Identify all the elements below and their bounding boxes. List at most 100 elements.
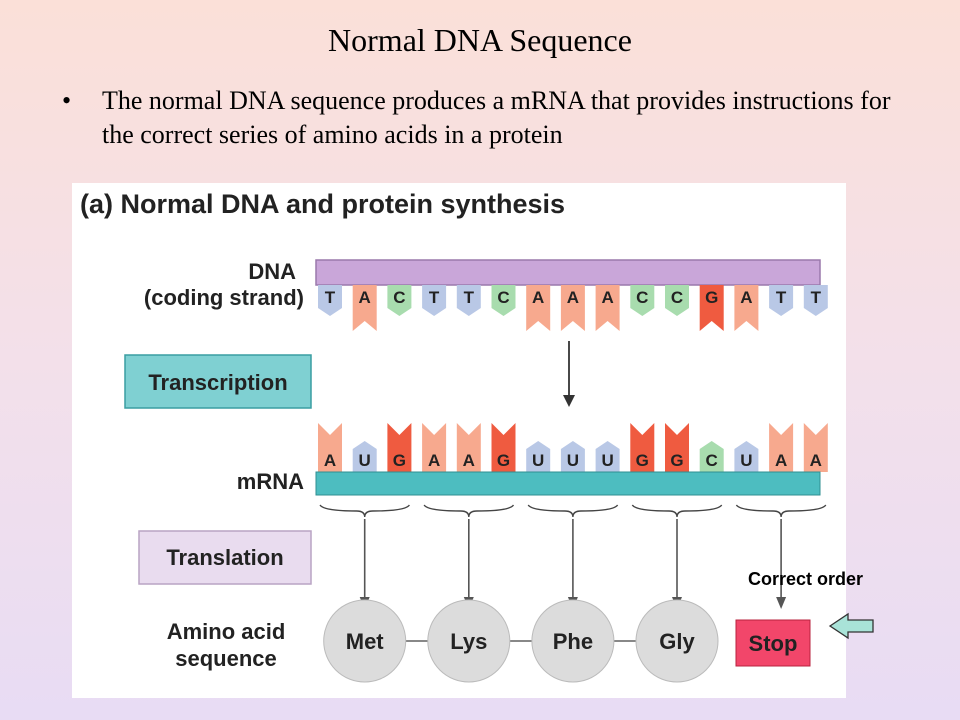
transcription-label: Transcription	[148, 370, 287, 395]
mrna-base-shape	[803, 423, 828, 472]
slide-title: Normal DNA Sequence	[328, 22, 632, 58]
mrna-base-shape	[491, 423, 516, 472]
mrna-base-letter: U	[359, 451, 371, 470]
stop-label: Stop	[749, 631, 798, 656]
dna-coding-strand-label: (coding strand)	[144, 285, 304, 310]
amino-acid-circle	[635, 599, 719, 683]
dna-base-shape	[803, 285, 828, 316]
mrna-label: mRNA	[237, 469, 304, 494]
dna-base-letter: C	[636, 288, 648, 307]
amino-acid-circle	[323, 599, 407, 683]
translation-arrowhead	[776, 597, 787, 609]
bullet-dot: •	[62, 86, 72, 115]
dna-base-shape	[560, 285, 585, 331]
figure-heading: (a) Normal DNA and protein synthesis	[80, 189, 565, 219]
codon-bracket	[527, 504, 619, 518]
dna-base-shape	[734, 285, 759, 331]
mrna-base-letter: U	[740, 451, 752, 470]
amino-acid-circle	[427, 599, 511, 683]
dna-base-letter: T	[325, 288, 336, 307]
dna-base-shape	[665, 285, 689, 316]
dna-base-shape	[387, 285, 412, 316]
amino-acid-label: Amino acid	[167, 619, 286, 644]
dna-base-shape	[630, 285, 655, 316]
transcription-box	[124, 354, 312, 409]
left-arrow-icon	[828, 612, 874, 640]
correct-order-note: Correct order	[748, 569, 864, 589]
codon-brackets	[319, 504, 827, 518]
dna-base-letter: A	[567, 288, 579, 307]
dna-base-letter: G	[705, 288, 718, 307]
mrna-base-shape	[456, 423, 481, 472]
mrna-base-letter: U	[567, 451, 579, 470]
mrna-base-letter: G	[393, 451, 406, 470]
mrna-base-shape	[665, 423, 689, 472]
dna-base-shape	[352, 285, 377, 331]
amino-acid-chain: Met Lys Phe Gly	[323, 599, 719, 683]
mrna-base-shape	[699, 441, 724, 472]
dna-base-shape	[318, 285, 342, 316]
dna-base-letter: A	[601, 288, 613, 307]
dna-base-letter: A	[740, 288, 752, 307]
mrna-base-shape	[387, 423, 412, 472]
amino-acid-circle	[531, 599, 615, 683]
mrna-base-letter: U	[532, 451, 544, 470]
dna-base-letter: C	[393, 288, 405, 307]
dna-base-shape	[456, 285, 481, 316]
mrna-base-shape	[734, 441, 759, 472]
dna-base-shape	[526, 285, 551, 331]
dna-base-letter: C	[497, 288, 509, 307]
codon-bracket	[319, 504, 410, 518]
mrna-base-letter: A	[775, 451, 787, 470]
translation-box	[138, 530, 312, 585]
codon-bracket	[735, 504, 827, 518]
dna-base-letter: T	[464, 288, 475, 307]
dna-base-shape	[491, 285, 516, 316]
amino-acid-label: Lys	[450, 629, 487, 654]
dna-base-shape	[699, 285, 724, 331]
mrna-base-shape	[630, 423, 655, 472]
dna-strand	[315, 259, 821, 286]
amino-acid-label: Met	[346, 629, 385, 654]
mrna-base-letter: G	[636, 451, 649, 470]
mrna-base-shape	[769, 423, 794, 472]
amino-sequence-label: sequence	[175, 646, 277, 671]
amino-acid-label: Phe	[553, 629, 593, 654]
mrna-base-letter: C	[706, 451, 718, 470]
dna-label: DNA	[248, 259, 296, 284]
mrna-base-shape	[318, 423, 342, 472]
dna-base-letter: T	[776, 288, 787, 307]
stop-box	[735, 619, 811, 667]
dna-protein-synthesis-figure: (a) Normal DNA and protein synthesis DNA…	[72, 183, 846, 698]
mrna-base-shape	[595, 441, 620, 472]
mrna-base-letter: A	[463, 451, 475, 470]
mrna-base-letter: G	[670, 451, 683, 470]
mrna-base-shape	[560, 441, 585, 472]
translation-arrows	[359, 519, 787, 609]
amino-acid-label: Gly	[659, 629, 695, 654]
dna-base-shape	[769, 285, 794, 316]
mrna-base-shape	[422, 423, 447, 472]
mrna-base-letter: G	[497, 451, 510, 470]
mrna-strand	[315, 471, 821, 496]
dna-base-letter: T	[429, 288, 440, 307]
dna-base-letter: T	[811, 288, 822, 307]
dna-base-letter: A	[359, 288, 371, 307]
dna-base-shape	[595, 285, 620, 331]
mrna-base-letter: U	[601, 451, 613, 470]
dna-base-shape	[422, 285, 447, 316]
translation-label: Translation	[166, 545, 283, 570]
transcription-arrowhead	[563, 395, 575, 407]
mrna-base-shape	[352, 441, 377, 472]
bullet-text: The normal DNA sequence produces a mRNA …	[102, 86, 891, 149]
mrna-base-letter: A	[428, 451, 440, 470]
mrna-base-letter: A	[324, 451, 336, 470]
dna-base-letter: A	[532, 288, 544, 307]
codon-bracket	[423, 504, 515, 518]
dna-base-letter: C	[671, 288, 683, 307]
mrna-base-shape	[526, 441, 551, 472]
codon-bracket	[631, 504, 723, 518]
mrna-base-letter: A	[810, 451, 822, 470]
